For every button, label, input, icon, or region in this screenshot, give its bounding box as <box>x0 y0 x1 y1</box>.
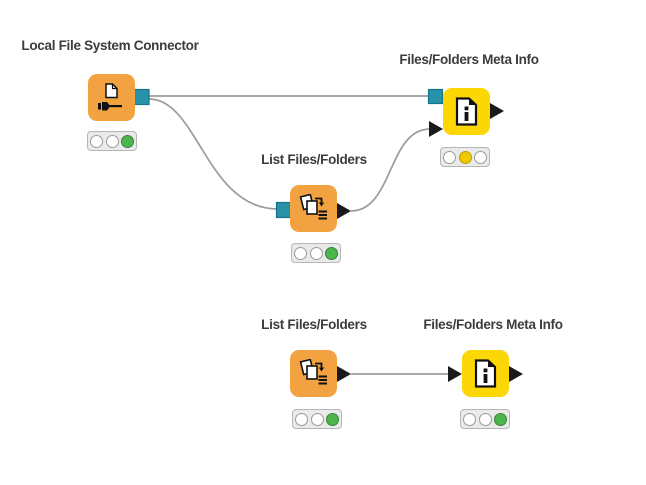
node-list-files-folders-bottom[interactable] <box>290 350 337 397</box>
status-light-red <box>463 412 476 426</box>
file-info-icon <box>474 359 496 388</box>
data-output-port-node5[interactable] <box>509 366 523 382</box>
status-light-red <box>294 246 307 260</box>
status-traffic-light-node3 <box>291 243 341 263</box>
status-light-green <box>325 246 338 260</box>
status-light-green <box>121 134 134 148</box>
status-light-yellow <box>309 246 323 260</box>
status-traffic-light-node5 <box>460 409 510 429</box>
status-light-red <box>295 412 308 426</box>
data-output-port-node2[interactable] <box>490 103 504 119</box>
file-plug-icon <box>97 82 122 110</box>
status-light-green <box>326 412 339 426</box>
status-traffic-light-node2 <box>440 147 490 167</box>
file-list-icon <box>299 358 327 384</box>
data-output-port-node3[interactable] <box>337 203 351 219</box>
data-output-port-node4[interactable] <box>337 366 351 382</box>
node-title-list-files-folders-top: List Files/Folders <box>261 152 367 167</box>
node-files-folders-meta-info-bottom[interactable] <box>462 350 509 397</box>
status-light-yellow <box>458 150 472 164</box>
status-light-red <box>443 150 456 164</box>
fs-input-port-node2[interactable] <box>427 88 444 105</box>
connection-wire-3-to-2[interactable] <box>350 128 431 212</box>
status-light-yellow <box>105 134 119 148</box>
node-title-list-files-folders-bottom: List Files/Folders <box>261 317 367 332</box>
status-light-red <box>90 134 103 148</box>
connection-wire-1-to-3[interactable] <box>148 98 279 210</box>
file-info-icon <box>455 97 477 126</box>
status-light-yellow <box>478 412 492 426</box>
node-title-files-folders-meta-info-bottom: Files/Folders Meta Info <box>423 317 563 332</box>
fs-output-port-node1[interactable] <box>133 88 150 106</box>
node-title-files-folders-meta-info-top: Files/Folders Meta Info <box>399 52 539 67</box>
status-light-green <box>474 150 487 164</box>
status-traffic-light-node1 <box>87 131 137 151</box>
data-input-port-node2[interactable] <box>429 121 443 137</box>
node-title-local-file-system-connector: Local File System Connector <box>21 38 199 53</box>
status-traffic-light-node4 <box>292 409 342 429</box>
status-light-green <box>494 412 507 426</box>
node-local-file-system-connector[interactable] <box>88 74 135 121</box>
data-input-port-node5[interactable] <box>448 366 462 382</box>
status-light-yellow <box>310 412 324 426</box>
node-files-folders-meta-info-top[interactable] <box>443 88 490 135</box>
fs-input-port-node3[interactable] <box>275 201 292 219</box>
file-list-icon <box>299 193 327 219</box>
node-list-files-folders-top[interactable] <box>290 185 337 232</box>
